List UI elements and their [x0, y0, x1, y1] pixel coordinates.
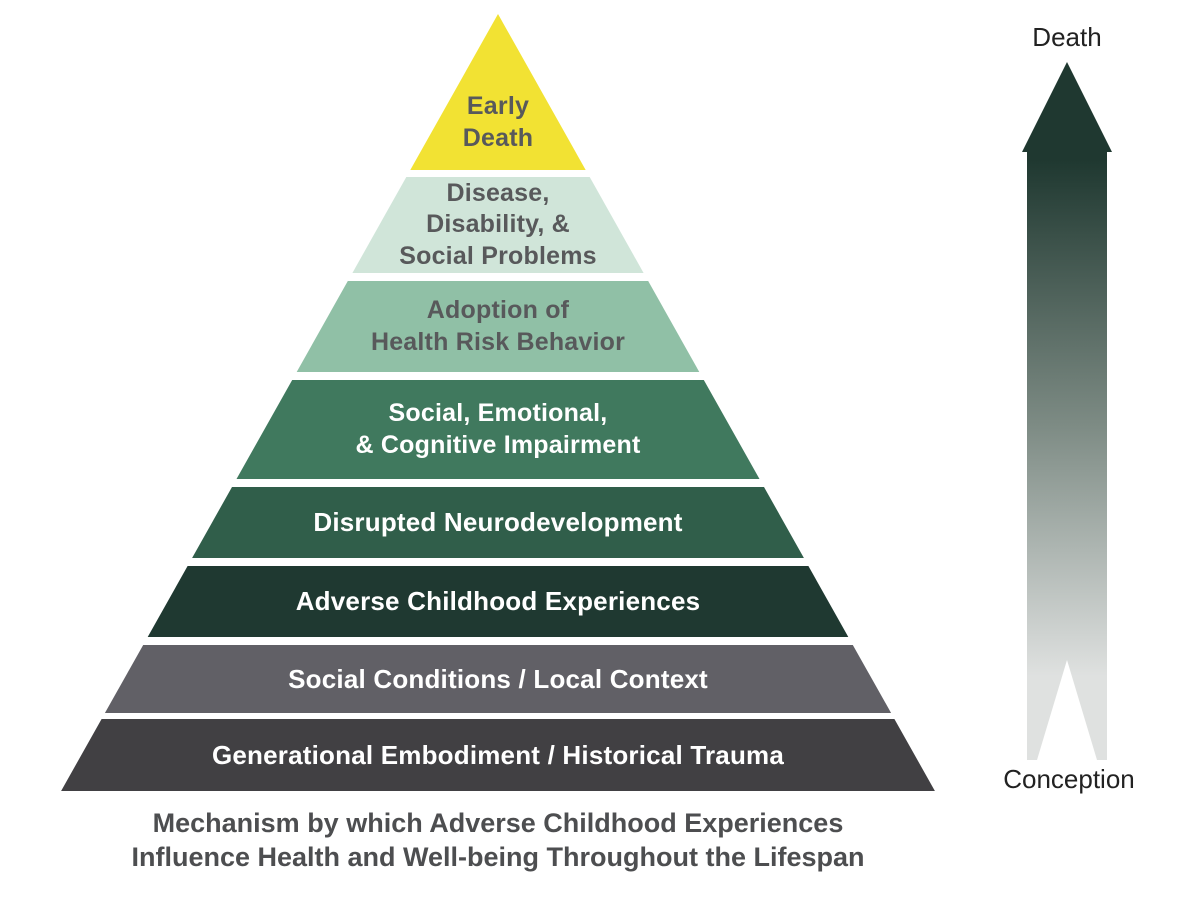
- level-label-generational-embodiment: Generational Embodiment / Historical Tra…: [211, 739, 785, 770]
- diagram-caption: Mechanism by which Adverse Childhood Exp…: [131, 808, 865, 872]
- lifespan-axis-conception-label: Conception: [1003, 764, 1135, 794]
- level-label-social-conditions: Social Conditions / Local Context: [288, 663, 708, 694]
- lifespan-axis-death-label: Death: [1032, 22, 1102, 52]
- level-label-early-death: Early Death: [462, 92, 534, 152]
- level-label-adverse-childhood-experiences: Adverse Childhood Experiences: [295, 586, 701, 617]
- level-label-health-risk-behavior: Adoption of Health Risk Behavior: [370, 296, 626, 356]
- lifespan-arrow: [1022, 62, 1112, 760]
- pyramid-level-cognitive-impairment: [236, 380, 760, 479]
- pyramid-level-adverse-childhood-experiences: [147, 566, 849, 637]
- level-label-disrupted-neurodevelopment: Disrupted Neurodevelopment: [313, 507, 683, 538]
- pyramid-level-disrupted-neurodevelopment: [192, 487, 804, 558]
- pyramid-level-social-conditions: [104, 645, 892, 713]
- level-label-cognitive-impairment: Social, Emotional, & Cognitive Impairmen…: [355, 399, 641, 459]
- pyramid-level-health-risk-behavior: [296, 281, 700, 372]
- level-label-disease-disability: Disease, Disability, & Social Problems: [399, 178, 597, 270]
- pyramid-level-early-death: [410, 14, 586, 170]
- pyramid-level-generational-embodiment: [61, 719, 935, 791]
- pyramid-level-disease-disability: [352, 177, 644, 273]
